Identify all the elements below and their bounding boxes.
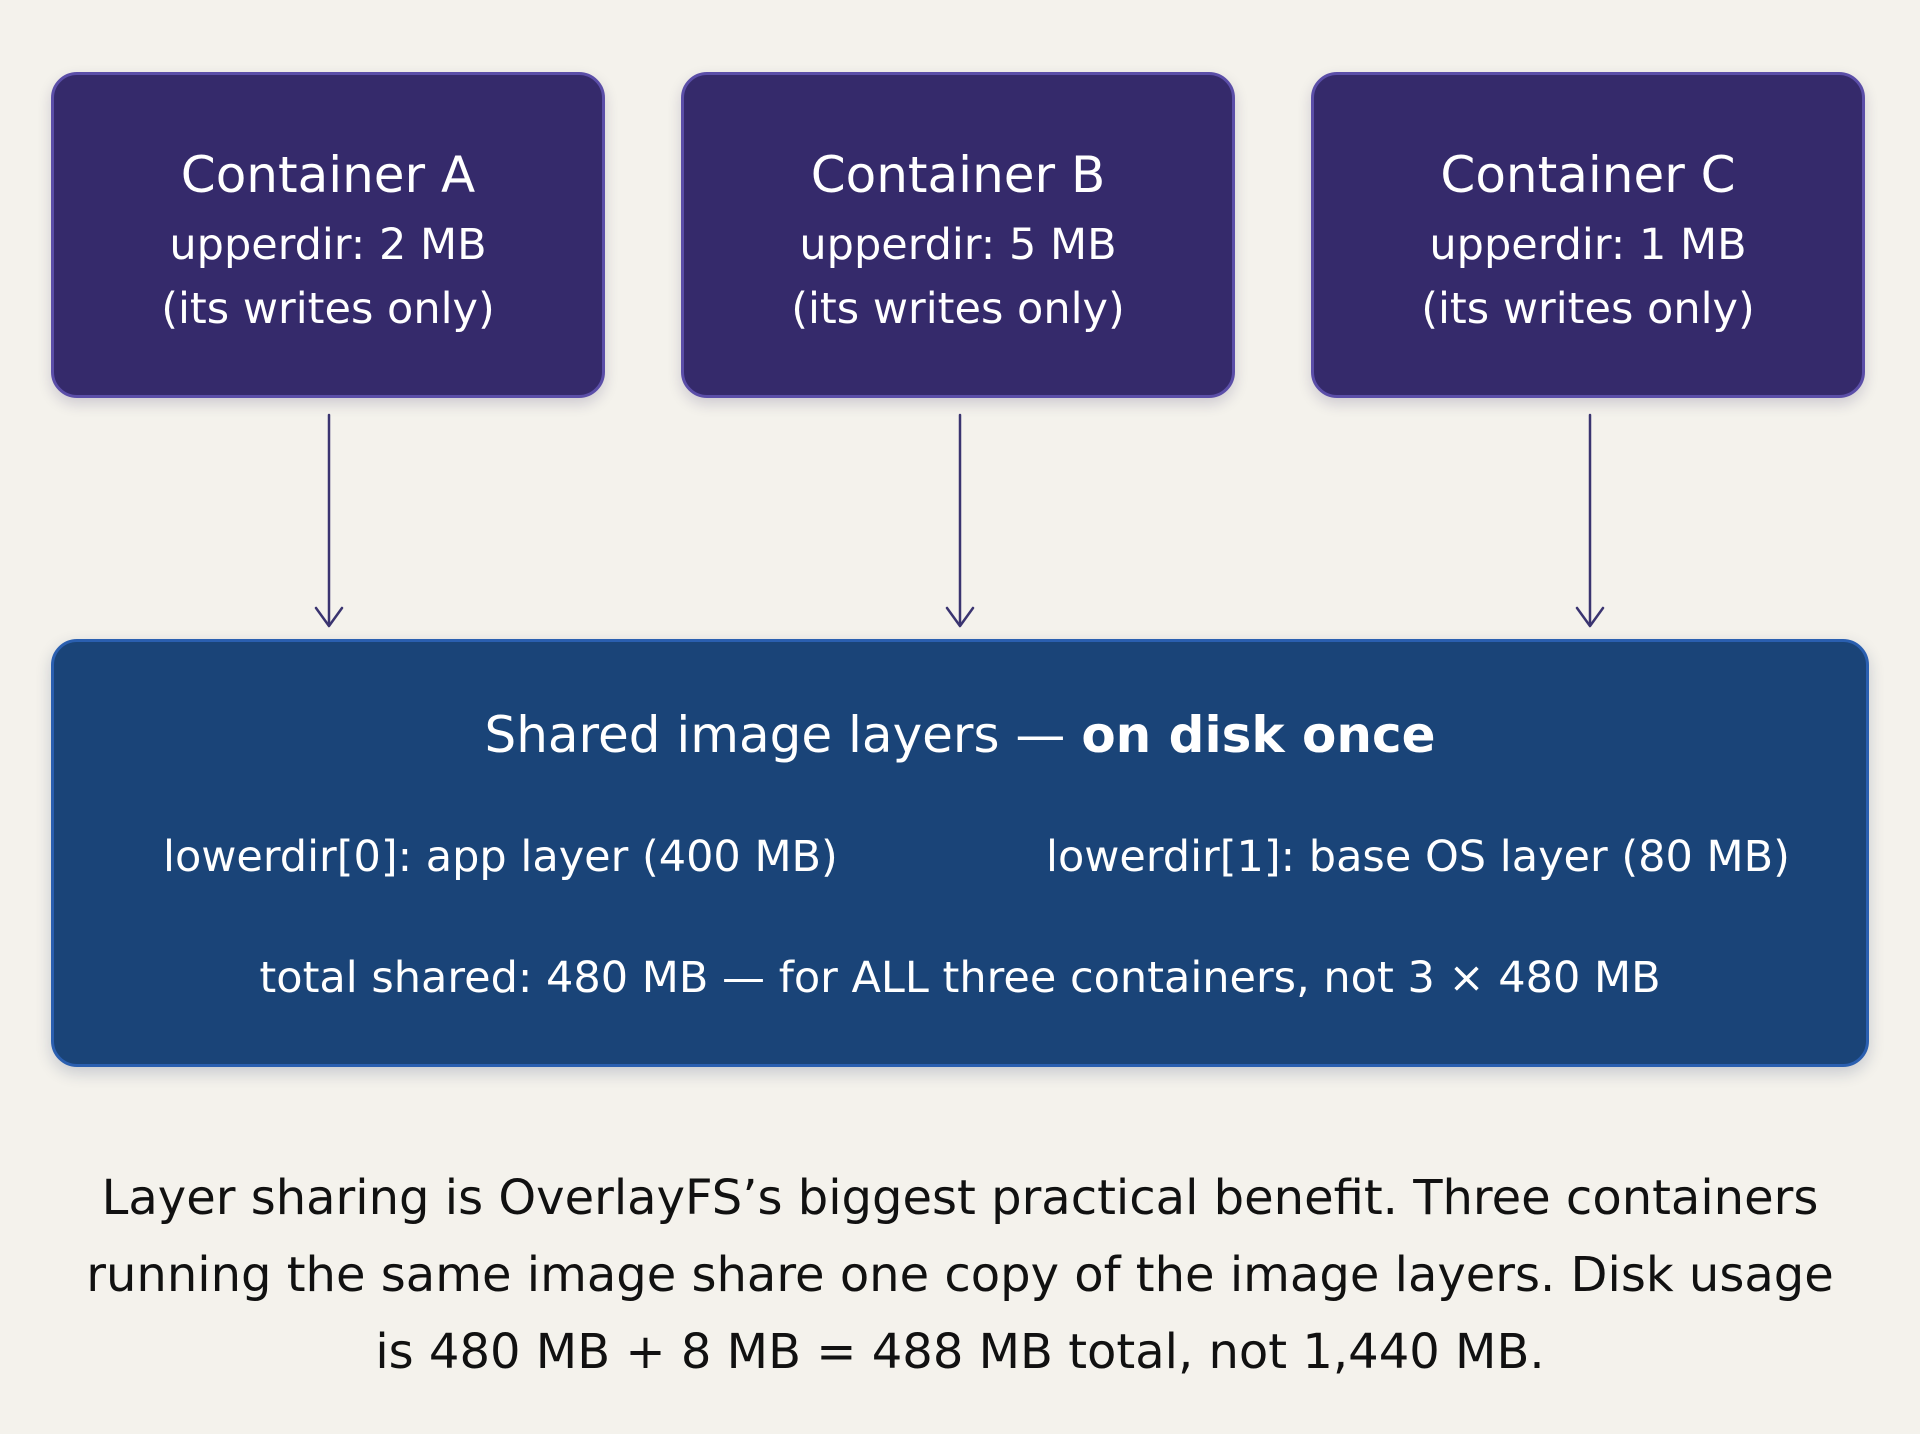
shared-layers-title: Shared image layers — on disk once — [54, 705, 1866, 765]
shared-layers-box: Shared image layers — on disk once lower… — [51, 639, 1869, 1067]
arrow-container-c-to-shared — [1575, 413, 1605, 628]
container-c-box: Container C upperdir: 1 MB (its writes o… — [1311, 72, 1865, 398]
container-b-note: (its writes only) — [791, 284, 1125, 334]
container-a-upperdir: upperdir: 2 MB — [169, 220, 487, 270]
caption-text: Layer sharing is OverlayFS’s biggest pra… — [86, 1170, 1834, 1380]
container-a-title: Container A — [180, 146, 476, 204]
shared-total-label: total shared: 480 MB — for ALL three con… — [259, 953, 1661, 1003]
lowerdir-0-label: lowerdir[0]: app layer (400 MB) — [163, 832, 838, 882]
shared-title-emphasis: on disk once — [1081, 706, 1436, 764]
container-b-upperdir: upperdir: 5 MB — [799, 220, 1117, 270]
container-a-note: (its writes only) — [161, 284, 495, 334]
shared-title-prefix: Shared image layers — — [484, 706, 1082, 764]
container-b-box: Container B upperdir: 5 MB (its writes o… — [681, 72, 1235, 398]
container-c-note: (its writes only) — [1421, 284, 1755, 334]
arrow-container-b-to-shared — [945, 413, 975, 628]
container-c-upperdir: upperdir: 1 MB — [1429, 220, 1747, 270]
arrow-container-a-to-shared — [314, 413, 344, 628]
lowerdir-1-label: lowerdir[1]: base OS layer (80 MB) — [1046, 832, 1790, 882]
container-b-title: Container B — [810, 146, 1106, 204]
container-a-box: Container A upperdir: 2 MB (its writes o… — [51, 72, 605, 398]
container-c-title: Container C — [1440, 146, 1736, 204]
